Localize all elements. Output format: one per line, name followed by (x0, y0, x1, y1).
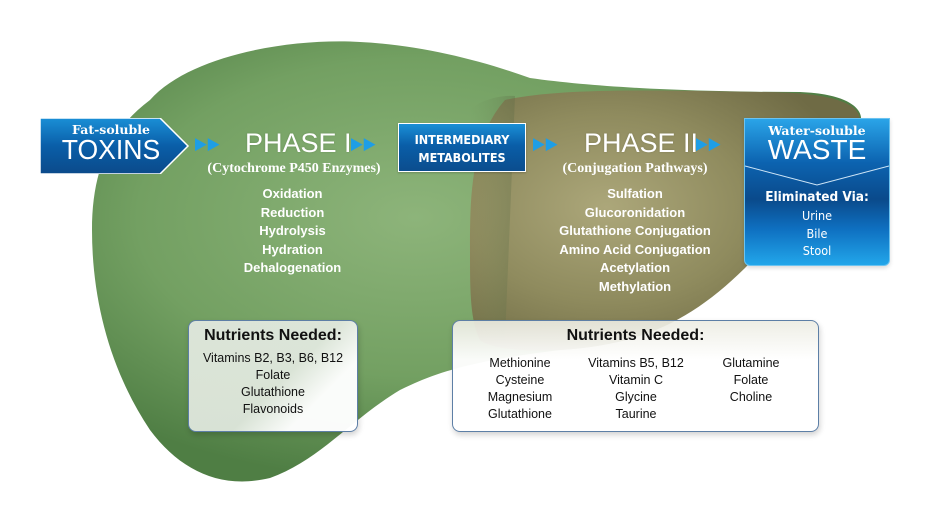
nutrient-item: Glutathione (241, 385, 305, 399)
nutrient-item: Folate (733, 373, 769, 387)
toxins-big-label: TOXINS (61, 134, 161, 165)
waste-small-label: Water-soluble (768, 123, 866, 138)
phase1-process: Reduction (260, 204, 325, 220)
intermediary-metabolites-box: INTERMEDIARY METABOLITES (398, 123, 526, 172)
nutrient-item: Folate (255, 368, 291, 382)
nutrient-item: Methionine (489, 356, 551, 370)
waste-box: Water-soluble WASTE Eliminated Via: Urin… (744, 118, 890, 266)
nutrient-item: Glutathione (488, 407, 552, 421)
nutrients-title: Nutrients Needed: (566, 327, 705, 344)
phase1-process: Hydrolysis (259, 223, 326, 238)
elimination-routes: Urine Bile Stool (745, 207, 889, 260)
phase1-title: PHASE I (245, 128, 352, 158)
nutrient-item: Vitamins B2, B3, B6, B12 (202, 351, 344, 365)
phase1-process: Dehalogenation (243, 260, 342, 275)
nutrient-item: Glycine (615, 390, 657, 404)
elimination-route: Bile (806, 225, 828, 241)
nutrient-column-1: Methionine Cysteine Magnesium Glutathion… (460, 355, 580, 423)
double-triangle-arrow-icon: ▶ (207, 134, 221, 154)
double-triangle-arrow-icon: ▶ (351, 134, 364, 154)
nutrient-item: Vitamins B5, B12 (588, 356, 684, 370)
waste-big-label: WASTE (767, 134, 867, 165)
double-triangle-arrow-icon: ▶ (545, 134, 559, 154)
phase2-process-list: Sulfation Glucoronidation Glutathione Co… (545, 185, 725, 296)
double-triangle-arrow-icon: ▶ (533, 134, 546, 154)
phase1-process: Oxidation (262, 186, 323, 201)
intermediary-line1: INTERMEDIARY (414, 132, 510, 147)
double-triangle-arrow-icon: ▶ (708, 134, 722, 154)
phase2-process: Methylation (598, 278, 672, 294)
nutrient-item: Cysteine (495, 373, 545, 387)
phase2-process: Glutathione Conjugation (559, 223, 711, 238)
toxins-arrow-shape (40, 118, 190, 174)
nutrient-item: Glutamine (722, 356, 780, 370)
phase2-process: Sulfation (607, 186, 663, 201)
waste-divider-chevron (745, 165, 889, 186)
phase2-process: Glucoronidation (584, 204, 686, 220)
nutrient-item: Choline (729, 390, 773, 404)
arrow-group-4: ▶▶ (696, 134, 722, 154)
nutrient-item: Taurine (615, 407, 657, 421)
phase2-subtitle: (Conjugation Pathways) (562, 161, 708, 176)
arrow-group-2: ▶▶ (351, 134, 377, 154)
phase2-process: Acetylation (599, 260, 671, 275)
double-triangle-arrow-icon: ▶ (195, 134, 208, 154)
nutrient-column-3: Glutamine Folate Choline (691, 355, 811, 406)
nutrient-item: Flavonoids (242, 402, 304, 416)
phase1-nutrients-box: Nutrients Needed: Vitamins B2, B3, B6, B… (188, 320, 358, 432)
phase1-process-list: Oxidation Reduction Hydrolysis Hydration… (220, 185, 365, 278)
nutrient-column-2: Vitamins B5, B12 Vitamin C Glycine Tauri… (576, 355, 696, 423)
phase1-process: Hydration (262, 241, 323, 257)
intermediary-line2: METABOLITES (418, 150, 506, 165)
arrow-group-3: ▶▶ (533, 134, 559, 154)
elimination-route: Urine (801, 208, 833, 223)
toxins-box: Fat-soluble TOXINS (40, 118, 190, 174)
double-triangle-arrow-icon: ▶ (696, 134, 709, 154)
nutrient-item: Vitamin C (609, 373, 663, 387)
eliminated-via-label: Eliminated Via: (765, 189, 869, 205)
phase2-nutrients-box: Nutrients Needed: Methionine Cysteine Ma… (452, 320, 819, 432)
toxins-small-label: Fat-soluble (72, 122, 150, 137)
nutrients-title: Nutrients Needed: (204, 327, 342, 344)
phase1-subtitle: (Cytochrome P450 Enzymes) (207, 161, 381, 176)
phase2-title: PHASE II (584, 128, 699, 158)
double-triangle-arrow-icon: ▶ (363, 134, 377, 154)
phase1-nutrient-list: Vitamins B2, B3, B6, B12 Folate Glutathi… (189, 350, 357, 418)
elimination-route: Stool (802, 243, 832, 258)
phase2-process: Amino Acid Conjugation (559, 241, 711, 257)
arrow-group-1: ▶▶ (195, 134, 221, 154)
nutrient-item: Magnesium (487, 390, 553, 404)
